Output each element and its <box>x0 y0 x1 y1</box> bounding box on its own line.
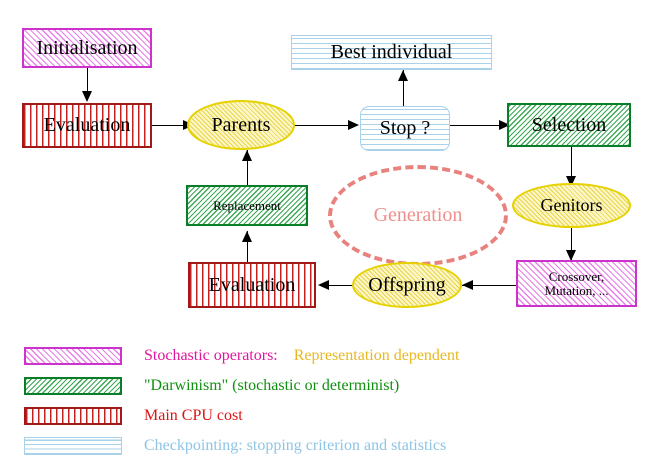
node-generation-annotation: Generation <box>328 165 508 266</box>
edge-selection-to-genitors <box>571 147 572 183</box>
edge-replacement-to-parents-arrowhead <box>242 150 252 161</box>
legend-row-checkpointing: Checkpointing: stopping criterion and st… <box>24 435 446 457</box>
node-evaluation-top[interactable]: Evaluation <box>22 103 152 148</box>
edge-evaluation-to-replacement-arrowhead <box>242 231 252 242</box>
edge-parents-to-stop <box>295 125 353 126</box>
edge-initialisation-to-evaluation-arrowhead <box>82 91 92 102</box>
edge-crossover-to-offspring-arrowhead <box>462 280 473 290</box>
legend-swatch-magenta-diagonal-hatch-icon <box>24 347 122 365</box>
legend-swatch-blue-horizontal-lines-icon <box>24 437 122 455</box>
node-stop[interactable]: Stop ? <box>360 106 450 151</box>
node-generation-label: Generation <box>373 204 463 226</box>
node-best-individual[interactable]: Best individual <box>291 35 492 70</box>
edge-stop-to-best-individual-arrowhead <box>398 70 408 81</box>
node-evaluation-bottom[interactable]: Evaluation <box>188 262 316 308</box>
edge-offspring-to-evaluation <box>322 285 356 286</box>
legend-label-main-cpu-cost: Main CPU cost <box>144 407 243 424</box>
edge-evaluation-to-parents <box>152 125 187 126</box>
edge-stop-to-selection <box>450 125 506 126</box>
legend-swatch-red-vertical-hatch-icon <box>24 407 122 425</box>
edge-genitors-to-crossover-arrowhead <box>566 250 576 261</box>
legend-row-darwinism: "Darwinism" (stochastic or determinist) <box>24 375 399 397</box>
legend-label-stochastic-operators-primary: Stochastic operators: <box>144 347 278 364</box>
node-crossover-mutation[interactable]: Crossover, Mutation, ... <box>516 260 637 307</box>
node-offspring-label: Offspring <box>368 273 446 296</box>
edge-genitors-to-crossover <box>571 228 572 260</box>
node-initialisation[interactable]: Initialisation <box>22 28 152 68</box>
node-crossover-mutation-label-line2: Mutation, ... <box>544 282 609 298</box>
edge-replacement-to-parents <box>247 150 248 185</box>
legend-label-checkpointing: Checkpointing: stopping criterion and st… <box>144 437 447 454</box>
node-parents-label: Parents <box>211 113 271 136</box>
node-best-individual-label: Best individual <box>330 41 453 63</box>
edge-initialisation-to-evaluation <box>87 68 88 92</box>
node-stop-label: Stop ? <box>379 117 431 139</box>
edge-parents-to-stop-arrowhead <box>348 120 359 130</box>
edge-selection-to-genitors-arrowhead <box>566 176 576 187</box>
edge-stop-to-selection-arrowhead <box>499 120 510 130</box>
legend-label-stochastic-operators: Stochastic operators: Representation dep… <box>144 347 459 365</box>
legend: Stochastic operators: Representation dep… <box>0 340 662 471</box>
node-replacement[interactable]: Replacement <box>186 185 308 226</box>
node-evaluation-top-label: Evaluation <box>43 114 131 136</box>
edge-evaluation-to-replacement <box>247 231 248 263</box>
node-genitors[interactable]: Genitors <box>512 183 631 228</box>
node-genitors-label: Genitors <box>540 195 603 216</box>
node-selection-label: Selection <box>531 113 607 136</box>
node-crossover-mutation-label-line1: Crossover, <box>548 268 605 284</box>
node-replacement-label: Replacement <box>213 197 281 213</box>
node-selection[interactable]: Selection <box>507 103 631 147</box>
edge-stop-to-best-individual <box>403 70 404 106</box>
node-offspring[interactable]: Offspring <box>352 262 462 308</box>
legend-swatch-green-diagonal-hatch-icon <box>24 377 122 395</box>
legend-row-stochastic-operators: Stochastic operators: Representation dep… <box>24 345 459 367</box>
edge-crossover-to-offspring <box>462 285 516 286</box>
edge-offspring-to-evaluation-arrowhead <box>318 280 329 290</box>
legend-row-main-cpu-cost: Main CPU cost <box>24 405 243 427</box>
legend-label-darwinism: "Darwinism" (stochastic or determinist) <box>144 377 400 394</box>
node-evaluation-bottom-label: Evaluation <box>208 273 296 296</box>
node-parents[interactable]: Parents <box>187 100 295 150</box>
legend-label-representation-dependent: Representation dependent <box>293 347 460 364</box>
node-initialisation-label: Initialisation <box>36 36 138 59</box>
